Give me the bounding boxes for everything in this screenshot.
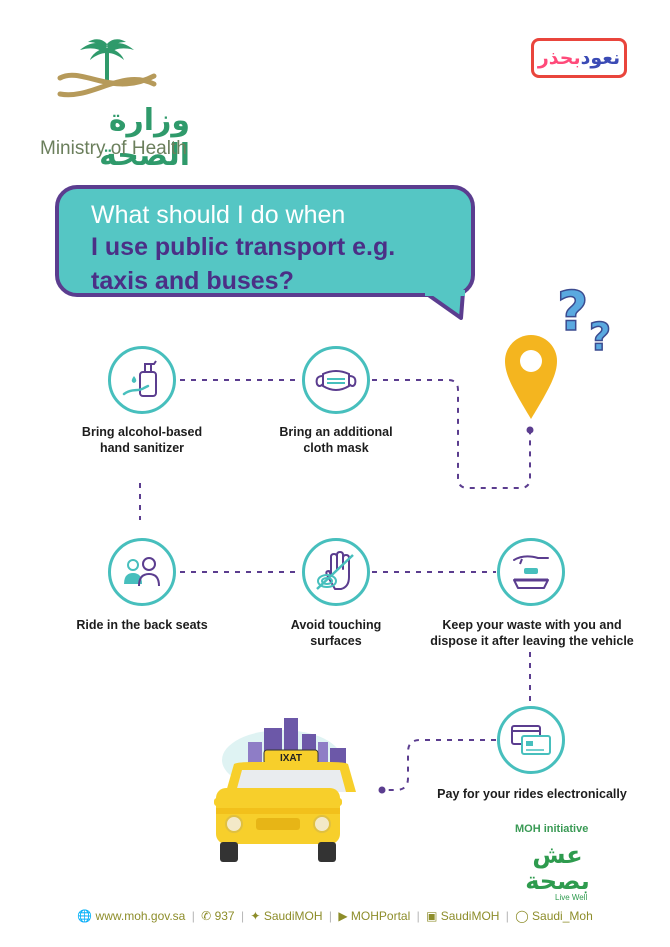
credit-card-icon <box>511 725 551 755</box>
footer-separator: | <box>191 909 195 923</box>
people-icon <box>124 557 160 587</box>
footer-website[interactable]: www.moh.gov.sa <box>95 909 186 923</box>
step-label-line: hand sanitizer <box>99 441 185 455</box>
youtube-icon: ▶ <box>338 909 348 923</box>
ministry-emblem-icon <box>57 39 157 98</box>
step-label-avoid-touching: Avoid touching surfaces <box>246 617 426 649</box>
footer-youtube[interactable]: MOHPortal <box>350 909 411 923</box>
live-well-logo: عش بصحة <box>520 842 595 894</box>
question-line-2: I use public transport e.g. <box>91 233 396 261</box>
step-label-line: Avoid touching <box>290 618 382 632</box>
step-avoid-touching <box>302 538 370 606</box>
hand-sanitizer-icon <box>122 360 157 397</box>
face-mask-icon <box>315 370 357 391</box>
footer-contacts: 🌐 www.moh.gov.sa | ✆ 937 | ✦ SaudiMOH | … <box>0 909 670 923</box>
question-marks-icon: ? ? <box>556 279 612 358</box>
live-well-subtitle: Live Well <box>555 893 588 902</box>
step-label-line: Ride in the back seats <box>76 618 208 632</box>
campaign-badge: بحذر نعود <box>531 38 627 78</box>
location-pin-icon <box>505 335 557 419</box>
step-hand-sanitizer <box>108 346 176 414</box>
footer-twitter[interactable]: SaudiMOH <box>263 909 323 923</box>
question-line-3: taxis and buses? <box>91 267 294 295</box>
footer-instagram[interactable]: SaudiMOH <box>440 909 500 923</box>
step-back-seats <box>108 538 176 606</box>
step-label-sanitizer: Bring alcohol-based hand sanitizer <box>50 424 234 456</box>
footer-separator: | <box>240 909 245 923</box>
initiative-label: MOH initiative <box>515 823 589 835</box>
step-label-line: cloth mask <box>303 441 369 455</box>
ministry-name-english: Ministry of Health <box>40 138 187 159</box>
trash-hand-icon <box>513 555 549 589</box>
step-label-keep-waste: Keep your waste with you and dispose it … <box>420 617 644 649</box>
taxi-sign-text: IXAT <box>280 753 302 764</box>
phone-icon: ✆ <box>201 909 212 923</box>
live-well-logo-line2: بصحة <box>525 867 590 895</box>
question-line-1: What should I do when <box>91 201 346 229</box>
step-keep-waste <box>497 538 565 606</box>
step-label-mask: Bring an additional cloth mask <box>246 424 426 456</box>
footer-separator: | <box>505 909 509 923</box>
question-bubble: What should I do when I use public trans… <box>55 185 475 297</box>
step-label-pay: Pay for your rides electronically <box>420 786 644 802</box>
step-label-line: Bring an additional <box>279 425 393 439</box>
step-label-back-seats: Ride in the back seats <box>50 617 234 633</box>
bubble-tail-icon <box>425 290 465 320</box>
instagram-icon: ▣ <box>426 909 438 923</box>
step-label-line: surfaces <box>310 634 362 648</box>
campaign-badge-part2: نعود <box>580 47 621 69</box>
step-label-line: Keep your waste with you and <box>442 618 622 632</box>
footer-separator: | <box>328 909 332 923</box>
svg-text:?: ? <box>557 280 588 343</box>
ministry-name-arabic: وزارة الصحة <box>99 103 190 173</box>
svg-text:?: ? <box>589 315 611 358</box>
footer-phone[interactable]: 937 <box>214 909 235 923</box>
step-label-line: Bring alcohol-based <box>81 425 203 439</box>
snapchat-icon: ◯ <box>515 909 529 923</box>
step-label-line: dispose it after leaving the vehicle <box>430 634 634 648</box>
hand-touch-icon <box>316 551 354 590</box>
live-well-logo-line1: عش <box>532 841 583 869</box>
step-label-line: Pay for your rides electronically <box>437 787 627 801</box>
globe-icon: 🌐 <box>77 909 93 923</box>
campaign-badge-part1: بحذر <box>537 47 581 69</box>
footer-snapchat[interactable]: Saudi_Moh <box>532 909 593 923</box>
step-cloth-mask <box>302 346 370 414</box>
taxi-illustration: IXAT <box>214 718 356 862</box>
footer-separator: | <box>416 909 420 923</box>
step-pay-electronically <box>497 706 565 774</box>
twitter-icon: ✦ <box>250 909 261 923</box>
